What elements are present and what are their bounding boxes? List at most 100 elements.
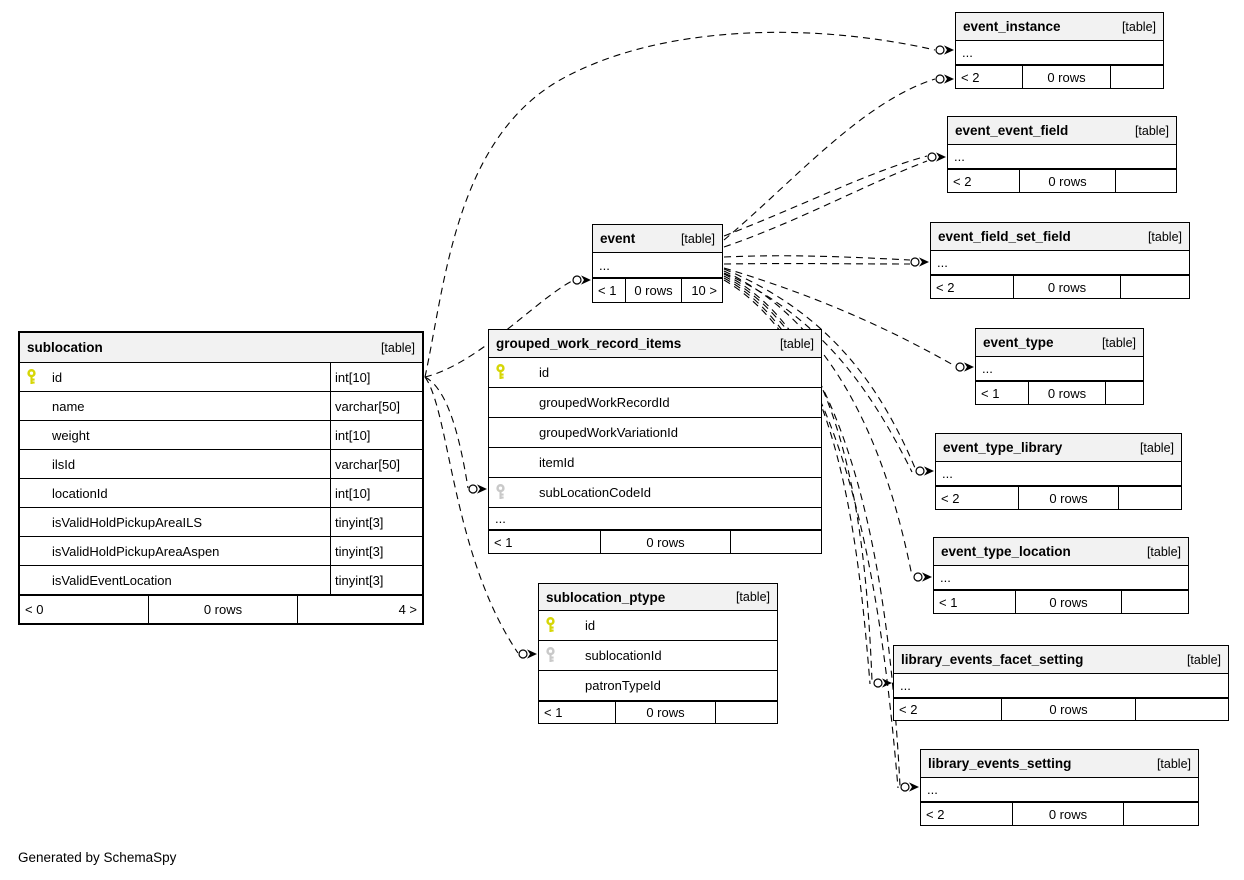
column-name: id	[539, 365, 550, 380]
fk-circle-icon	[927, 152, 937, 162]
ellipsis-label: ...	[962, 45, 973, 60]
table-header[interactable]: sublocation [table]	[20, 333, 422, 363]
hidden-columns-row: ...	[489, 508, 821, 530]
table-type-tag: [table]	[380, 340, 415, 355]
table-type-tag: [table]	[779, 336, 814, 351]
fk-arrowhead-icon	[882, 678, 892, 688]
column-row: groupedWorkRecordId	[489, 388, 821, 418]
table-name[interactable]: library_events_setting	[928, 756, 1072, 771]
table-header[interactable]: event[table]	[593, 225, 722, 253]
table-header[interactable]: library_events_setting[table]	[921, 750, 1198, 778]
table-header[interactable]: sublocation_ptype[table]	[539, 584, 777, 611]
table-name[interactable]: event_field_set_field	[938, 229, 1071, 244]
fk-arrowhead-icon	[922, 572, 932, 582]
table-name[interactable]: event_type_location	[941, 544, 1071, 559]
column-row: sublocationId	[539, 641, 777, 671]
table-name[interactable]: event_type_library	[943, 440, 1063, 455]
table-header[interactable]: grouped_work_record_items [table]	[489, 330, 821, 358]
table-name[interactable]: library_events_facet_setting	[901, 652, 1084, 667]
footer-row-count: 0 rows	[1029, 382, 1106, 404]
hidden-columns-row: ...	[976, 357, 1143, 381]
column-name: id	[585, 618, 596, 633]
footer-parents: < 1	[489, 531, 601, 553]
column-type: tinyint[3]	[330, 566, 422, 594]
table-name[interactable]: sublocation	[27, 340, 103, 355]
fk-arrowhead-icon	[924, 466, 934, 476]
column-name: ilsId	[52, 456, 76, 472]
table-name[interactable]: event_event_field	[955, 123, 1069, 138]
fk-arrowhead-icon	[581, 275, 591, 285]
table-header[interactable]: event_type_library[table]	[936, 434, 1181, 462]
column-name: subLocationCodeId	[539, 485, 652, 500]
footer-row-count: 0 rows	[1014, 276, 1121, 298]
hidden-columns-row: ...	[936, 462, 1181, 486]
hidden-columns-row: ...	[956, 41, 1163, 65]
fk-arrowhead-icon	[477, 484, 487, 494]
table-header[interactable]: event_field_set_field [table]	[931, 223, 1189, 251]
relationship-edge-event-eef	[723, 160, 928, 248]
column-name: id	[52, 369, 63, 385]
table-name[interactable]: sublocation_ptype	[546, 589, 666, 605]
column-type: int[10]	[330, 363, 422, 391]
footer-parents: < 1	[539, 702, 616, 723]
footer-row-count: 0 rows	[601, 531, 731, 553]
table-name[interactable]: grouped_work_record_items	[496, 336, 682, 351]
footer-children: 10 >	[691, 283, 717, 298]
table-type-tag: [table]	[1101, 335, 1136, 350]
footer-children	[1121, 276, 1189, 298]
fk-circle-icon	[900, 782, 910, 792]
table-header[interactable]: event_type_location[table]	[934, 538, 1188, 566]
table-type-tag: [table]	[1121, 19, 1156, 34]
table-header[interactable]: event_instance [table]	[956, 13, 1163, 41]
footer-row-count: 0 rows	[626, 279, 682, 302]
footer-parents: < 2	[948, 170, 1020, 192]
table-name[interactable]: event_instance	[963, 19, 1061, 34]
table-name[interactable]: event_type	[983, 335, 1054, 350]
column-name: isValidEventLocation	[52, 572, 172, 588]
footer-children	[731, 531, 821, 553]
fk-arrowhead-icon	[909, 782, 919, 792]
table-header[interactable]: library_events_facet_setting[table]	[894, 646, 1228, 674]
table-type-tag: [table]	[1147, 229, 1182, 244]
hidden-columns-row: ...	[931, 251, 1189, 275]
footer-parents: < 2	[956, 66, 1023, 88]
column-row: itemId	[489, 448, 821, 478]
footer-row-count: 0 rows	[1023, 66, 1111, 88]
primary-key-icon	[495, 364, 539, 381]
ellipsis-label: ...	[900, 678, 911, 693]
table-name[interactable]: event	[600, 231, 636, 246]
footer-parents: < 0	[20, 596, 149, 623]
footer-children	[716, 702, 777, 723]
footer-children: 4 >	[398, 602, 417, 617]
table-grouped_work_record_items[interactable]: grouped_work_record_items [table] id groupe…	[488, 329, 822, 554]
footer-row-count: 0 rows	[149, 596, 298, 623]
table-header[interactable]: event_type [table]	[976, 329, 1143, 357]
column-name: locationId	[52, 485, 108, 501]
footer-children	[1111, 66, 1163, 88]
fk-circle-icon	[468, 484, 478, 494]
column-type: tinyint[3]	[330, 537, 422, 565]
column-type: int[10]	[330, 421, 422, 449]
table-library_events_facet_setting[interactable]: library_events_facet_setting[table]...< …	[893, 645, 1229, 721]
table-header[interactable]: event_event_field[table]	[948, 117, 1176, 145]
